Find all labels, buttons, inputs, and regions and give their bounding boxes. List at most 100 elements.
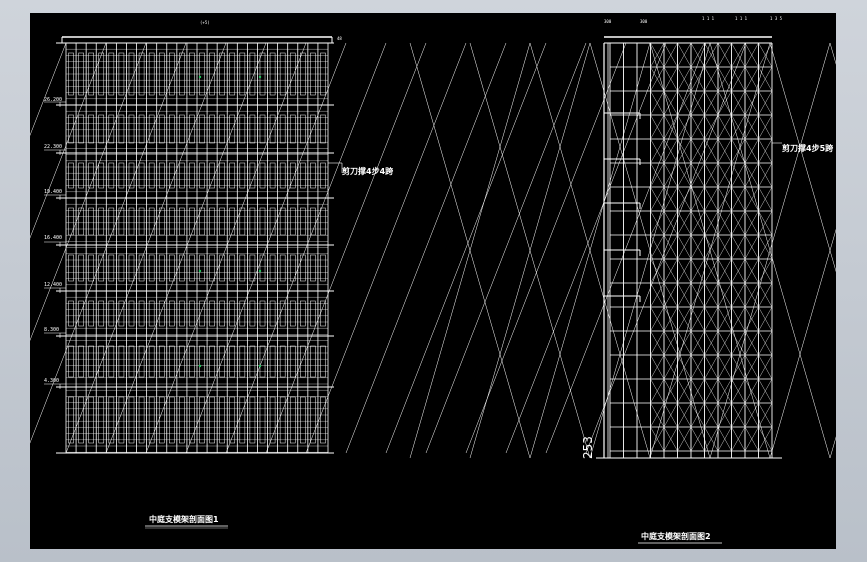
formwork-panel	[229, 207, 236, 236]
formwork-panel	[269, 52, 276, 96]
scaffold-member	[663, 42, 678, 68]
cad-drawing-canvas: (+5) 48 剪刀撑4步4跨 中庭支模架剖面图1 剪刀撑4步5跨 中庭支模架剖…	[30, 13, 836, 549]
scaffold-sections-drawing: (+5) 48 剪刀撑4步4跨 中庭支模架剖面图1 剪刀撑4步5跨 中庭支模架剖…	[30, 16, 836, 544]
formwork-panel	[269, 345, 276, 378]
marker-dot	[258, 364, 262, 368]
formwork-panel	[209, 52, 215, 96]
scaffold-member	[704, 162, 719, 188]
scaffold-member	[704, 378, 719, 404]
scaffold-member	[704, 186, 719, 212]
formwork-panel	[98, 300, 105, 327]
scaffold-member	[758, 90, 773, 116]
scaffold-member	[663, 330, 678, 356]
formwork-panel	[78, 162, 84, 189]
formwork-panel	[320, 345, 326, 378]
scaffold-member	[677, 42, 692, 68]
scaffold-member	[829, 42, 836, 65]
formwork-panel	[249, 114, 256, 144]
formwork-panel	[300, 345, 306, 378]
scaffold-member	[663, 210, 678, 236]
scaffold-member	[731, 378, 746, 404]
scaffold-member	[677, 258, 692, 284]
formwork-panel	[209, 207, 215, 236]
formwork-panel	[219, 207, 225, 236]
scaffold-member	[758, 354, 773, 380]
formwork-panel	[138, 345, 145, 378]
scaffold-member	[663, 426, 678, 452]
formwork-panel	[249, 254, 256, 282]
formwork-panel	[189, 52, 195, 96]
scaffold-member	[744, 42, 759, 68]
formwork-panel	[148, 52, 155, 96]
scaffold-member	[731, 138, 746, 164]
formwork-panel	[239, 114, 246, 144]
scaffold-member	[731, 282, 746, 308]
formwork-panel	[229, 254, 236, 282]
scaffold-member	[758, 186, 773, 212]
scaffold-member	[758, 114, 773, 140]
formwork-panel	[239, 396, 246, 444]
formwork-panel	[68, 162, 74, 189]
formwork-panel	[300, 254, 306, 282]
formwork-panel	[249, 52, 256, 96]
formwork-panel	[148, 300, 155, 327]
formwork-panel	[108, 207, 115, 236]
scaffold-member	[717, 426, 732, 452]
scaffold-member	[758, 138, 773, 164]
formwork-panel	[219, 345, 225, 378]
scaffold-member	[650, 402, 665, 428]
formwork-panel	[128, 300, 135, 327]
formwork-panel	[249, 207, 256, 236]
formwork-panel	[310, 254, 316, 282]
scaffold-member	[677, 138, 692, 164]
formwork-panel	[279, 396, 286, 444]
formwork-panel	[78, 345, 84, 378]
formwork-panel	[179, 396, 185, 444]
formwork-panel	[128, 254, 135, 282]
scaffold-member	[731, 234, 746, 260]
section-2-top-label: 1 1 1	[735, 16, 748, 21]
scaffold-member	[650, 186, 665, 212]
formwork-panel	[108, 162, 115, 189]
formwork-panel	[179, 254, 185, 282]
formwork-panel	[279, 162, 286, 189]
scaffold-member	[690, 354, 705, 380]
scaffold-member	[758, 282, 773, 308]
scaffold-member	[758, 402, 773, 428]
scaffold-member	[690, 186, 705, 212]
formwork-panel	[300, 52, 306, 96]
scaffold-member	[145, 42, 307, 454]
formwork-panel	[179, 207, 185, 236]
formwork-panel	[320, 396, 326, 444]
formwork-panel	[289, 207, 296, 236]
formwork-panel	[108, 300, 115, 327]
formwork-panel	[269, 207, 276, 236]
scaffold-member	[677, 114, 692, 140]
formwork-panel	[239, 300, 246, 327]
formwork-panel	[229, 114, 236, 144]
scaffold-member	[758, 210, 773, 236]
formwork-panel	[199, 300, 205, 327]
formwork-panel	[239, 52, 246, 96]
section-2-title: 中庭支模架剖面图2	[641, 531, 711, 541]
scaffold-member	[663, 354, 678, 380]
formwork-panel	[179, 345, 185, 378]
scaffold-member	[731, 210, 746, 236]
formwork-panel	[229, 345, 236, 378]
scaffold-member	[731, 66, 746, 92]
scaffold-member	[758, 42, 773, 68]
scaffold-member	[425, 42, 587, 454]
formwork-panel	[118, 114, 125, 144]
formwork-panel	[78, 254, 84, 282]
formwork-panel	[229, 396, 236, 444]
scaffold-member	[704, 42, 719, 68]
scaffold-member	[30, 42, 67, 136]
scaffold-member	[677, 402, 692, 428]
formwork-panel	[310, 345, 316, 378]
formwork-panel	[259, 52, 266, 96]
scaffold-member	[663, 378, 678, 404]
formwork-panel	[148, 254, 155, 282]
scaffold-member	[744, 282, 759, 308]
formwork-panel	[128, 114, 135, 144]
formwork-panel	[269, 162, 276, 189]
